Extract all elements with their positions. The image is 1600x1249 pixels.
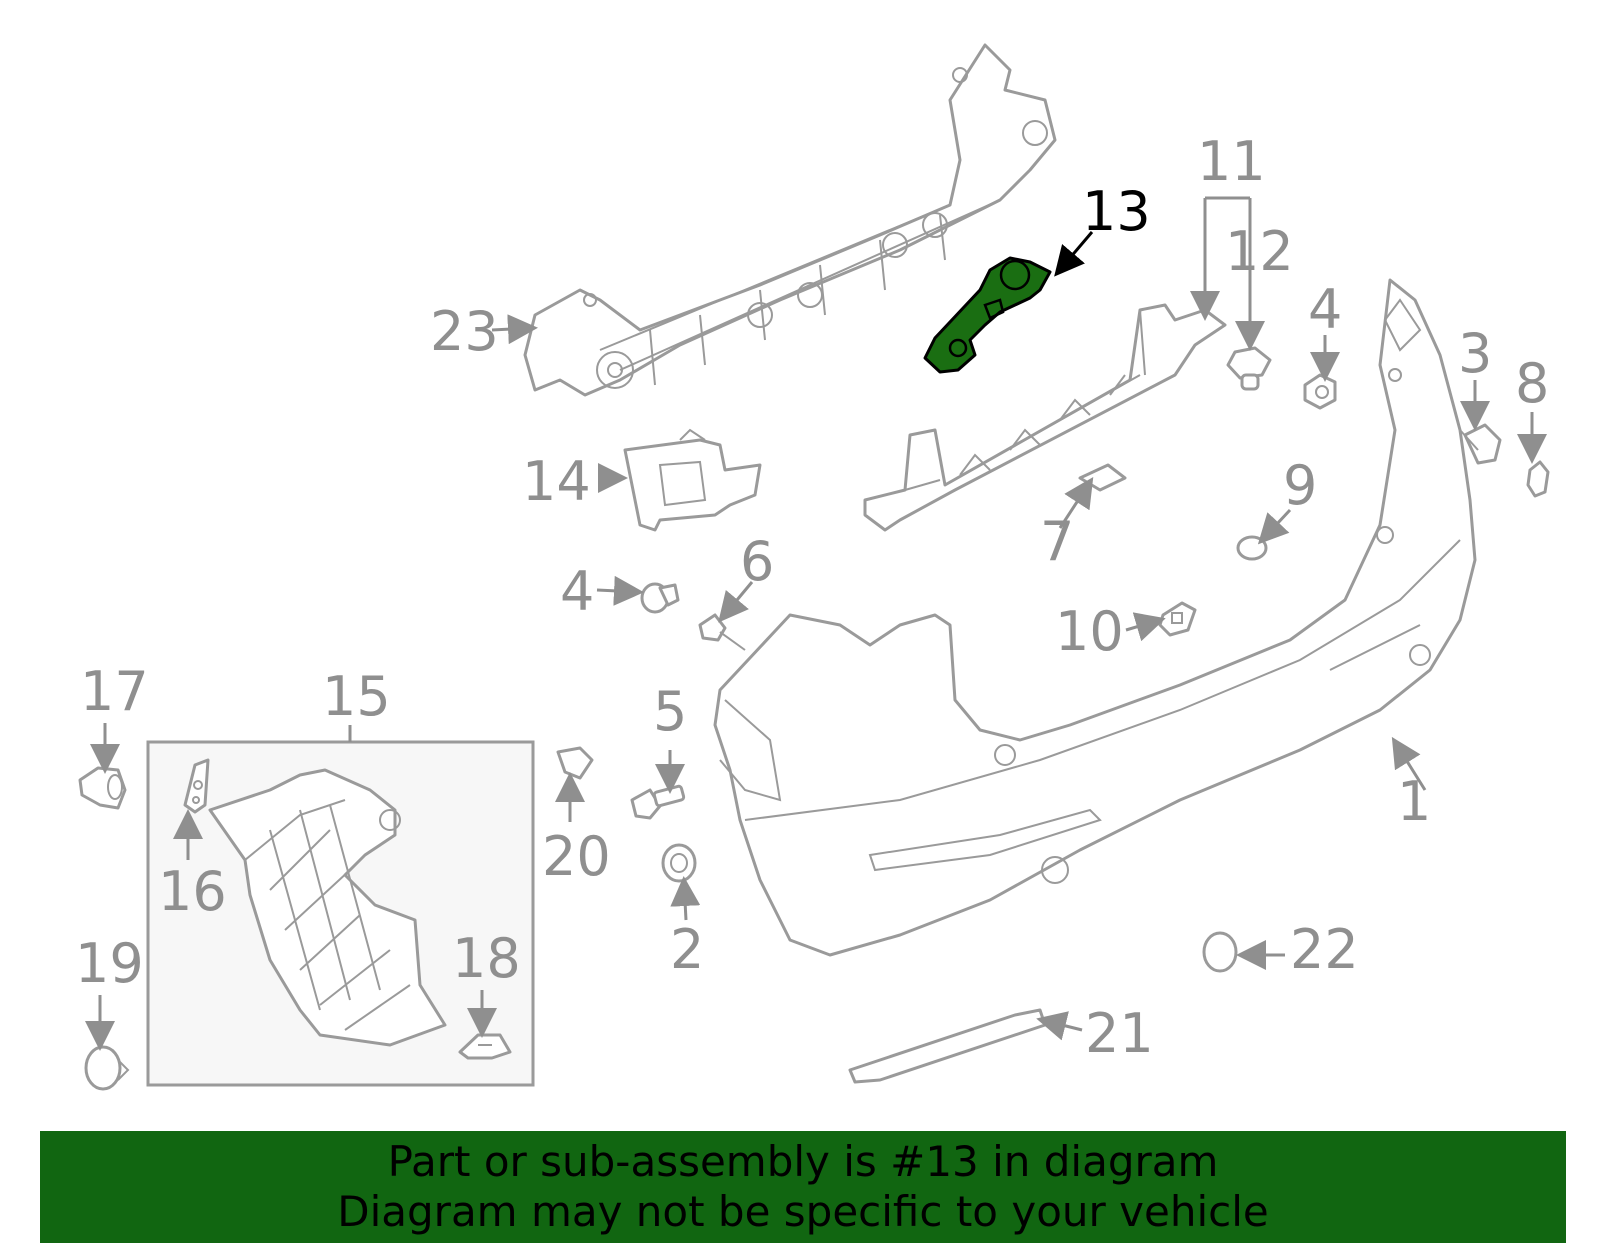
callout-3: 3 xyxy=(1458,322,1492,385)
callout-13: 13 xyxy=(1082,180,1151,243)
callout-21: 21 xyxy=(1085,1002,1154,1065)
callout-16: 16 xyxy=(158,860,227,923)
callout-4-upper: 4 xyxy=(1308,278,1342,341)
part-14-side-bracket[interactable] xyxy=(623,428,762,532)
callout-10: 10 xyxy=(1055,600,1124,663)
part-10-clip[interactable] xyxy=(1158,601,1197,637)
callout-17: 17 xyxy=(80,660,149,723)
part-12-push-clip[interactable] xyxy=(1226,346,1272,391)
callout-19: 19 xyxy=(75,932,144,995)
part-13-bracket-highlighted[interactable] xyxy=(923,256,1052,374)
callout-8: 8 xyxy=(1515,352,1549,415)
part-17-clip[interactable] xyxy=(78,766,127,810)
part-21-reflector[interactable] xyxy=(848,1008,1047,1084)
callout-labels: 23 13 11 12 4 3 8 9 7 10 14 4 6 5 2 20 1… xyxy=(75,130,1549,1065)
callout-15: 15 xyxy=(322,665,391,728)
banner-line-part: Part or sub-assembly is #13 in diagram xyxy=(387,1137,1219,1186)
callout-6: 6 xyxy=(740,530,774,593)
part-1-bumper-cover[interactable] xyxy=(713,278,1477,957)
part-23-reinforcement-beam[interactable] xyxy=(523,43,1057,397)
parts-diagram: 23 13 11 12 4 3 8 9 7 10 14 4 6 5 2 20 1… xyxy=(75,43,1550,1091)
part-3-screw[interactable] xyxy=(1459,423,1502,465)
callout-5: 5 xyxy=(653,680,687,743)
part-19-clip[interactable] xyxy=(84,1045,130,1091)
callout-1: 1 xyxy=(1397,770,1431,833)
callout-12: 12 xyxy=(1225,220,1294,283)
callout-18: 18 xyxy=(452,927,521,990)
part-22-grommet[interactable] xyxy=(1202,931,1238,973)
callout-14: 14 xyxy=(522,450,591,513)
callout-7: 7 xyxy=(1040,510,1074,573)
part-11-energy-absorber[interactable] xyxy=(863,303,1227,532)
info-banner: Part or sub-assembly is #13 in diagram D… xyxy=(40,1131,1566,1243)
part-4-retainer-lower[interactable] xyxy=(640,582,680,614)
part-2-clip[interactable] xyxy=(661,843,697,883)
part-4-retainer-upper[interactable] xyxy=(1303,373,1337,410)
callout-23: 23 xyxy=(430,300,499,363)
callout-20: 20 xyxy=(542,825,611,888)
callout-4-lower: 4 xyxy=(560,560,594,623)
part-5-bolt[interactable] xyxy=(630,784,686,820)
part-8-grommet[interactable] xyxy=(1526,460,1550,498)
part-9-grommet[interactable] xyxy=(1236,535,1268,561)
callout-2: 2 xyxy=(670,918,704,981)
part-6-bolt[interactable] xyxy=(698,613,746,651)
callout-22: 22 xyxy=(1290,918,1359,981)
banner-line-disclaimer: Diagram may not be specific to your vehi… xyxy=(337,1187,1269,1236)
callout-9: 9 xyxy=(1283,454,1317,517)
leader-arrows xyxy=(85,196,1547,1051)
callout-11: 11 xyxy=(1197,130,1266,193)
part-20-bracket[interactable] xyxy=(556,746,594,780)
